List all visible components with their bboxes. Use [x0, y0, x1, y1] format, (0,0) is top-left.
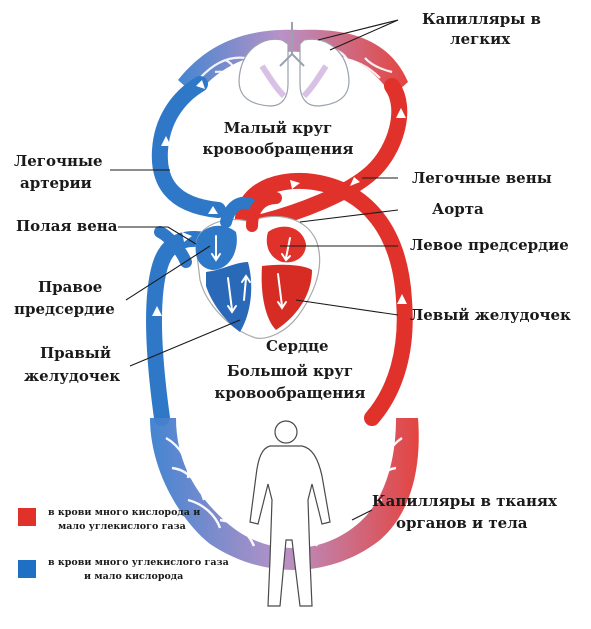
label-aorta: Аорта — [432, 200, 484, 218]
legend-text-deoxygenated-1: в крови много углекислого газа — [48, 557, 229, 568]
flow-arrows — [152, 80, 407, 316]
body-capillary-bed — [150, 418, 419, 570]
label-body-capillaries-2: органов и тела — [396, 514, 528, 532]
label-right-atrium-2: предсердие — [14, 300, 115, 318]
label-right-ventricle-1: Правый — [40, 344, 111, 362]
left-atrium-chamber — [266, 226, 306, 263]
legend-text-deoxygenated-2: и мало кислорода — [84, 571, 183, 582]
label-pulmonary-arteries-1: Легочные — [14, 152, 103, 170]
left-ventricle-chamber — [261, 264, 312, 330]
label-lung-capillaries-1: Капилляры в — [422, 10, 541, 28]
legend-swatch-deoxygenated — [18, 560, 36, 578]
label-lung-capillaries-2: легких — [450, 30, 511, 48]
label-right-ventricle-2: желудочек — [24, 367, 120, 385]
label-systemic-circulation-2: кровообращения — [215, 384, 366, 402]
label-left-atrium: Левое предсердие — [410, 236, 569, 254]
pulmonary-artery-vessel — [151, 76, 226, 218]
lung-capillary-bed — [178, 29, 408, 97]
label-pulmonary-arteries-2: артерии — [20, 174, 92, 192]
aorta-vessel — [234, 173, 413, 426]
label-systemic-circulation-1: Большой круг — [227, 362, 353, 380]
lungs-icon — [238, 22, 350, 107]
label-pulmonary-circulation-2: кровообращения — [203, 140, 354, 158]
legend-text-oxygenated-1: в крови много кислорода и — [48, 507, 200, 518]
label-vena-cava: Полая вена — [16, 217, 118, 235]
right-ventricle-chamber — [206, 262, 252, 332]
label-pulmonary-veins: Легочные вены — [412, 169, 552, 187]
pointer-lines — [110, 19, 399, 521]
label-body-capillaries-1: Капилляры в тканях — [372, 492, 558, 510]
heart — [195, 192, 321, 339]
label-heart: Сердце — [266, 337, 329, 355]
legend: в крови много кислорода и мало углекисло… — [18, 507, 229, 582]
label-pulmonary-circulation-1: Малый круг — [224, 119, 332, 137]
legend-text-oxygenated-2: мало углекислого газа — [58, 521, 186, 532]
human-figure-icon — [249, 420, 331, 607]
label-right-atrium-1: Правое — [38, 278, 102, 296]
label-left-ventricle: Левый желудочек — [410, 306, 571, 324]
legend-swatch-oxygenated — [18, 508, 36, 526]
